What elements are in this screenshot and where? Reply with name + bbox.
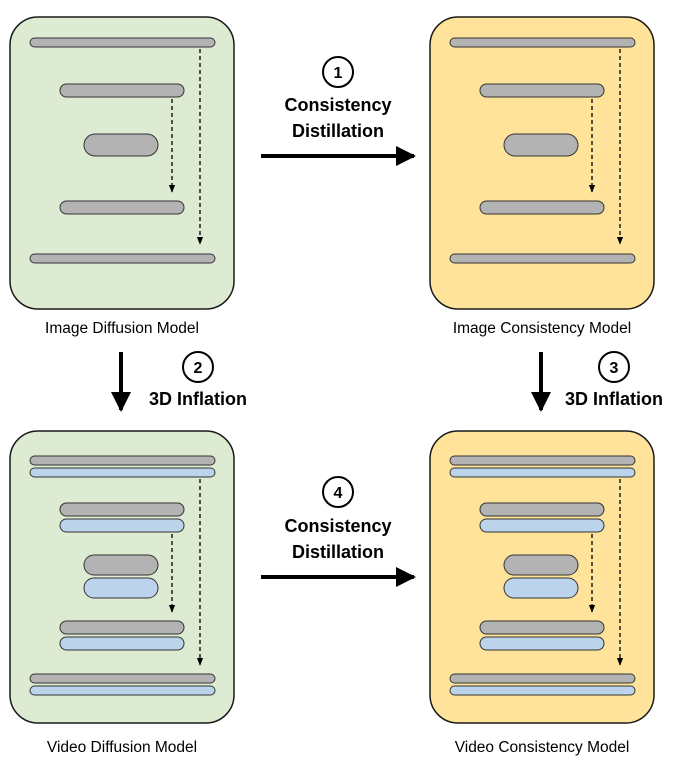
layer-bar: [503, 554, 579, 576]
step-1: 1 Consistency Distillation: [261, 56, 416, 166]
image-diffusion-caption: Image Diffusion Model: [45, 320, 199, 337]
layer-bar: [59, 200, 185, 215]
layer-bar: [29, 253, 216, 264]
layer-bar: [29, 455, 216, 466]
layer-bar: [83, 554, 159, 576]
step-number-badge: [322, 56, 354, 88]
layer-bar: [479, 620, 605, 635]
step-number-badge: [182, 351, 214, 383]
layer-bar: [479, 502, 605, 517]
temporal-layer-bar: [479, 636, 605, 651]
step-number-badge: [598, 351, 630, 383]
step-number: 4: [334, 485, 343, 502]
step-label-line1: 3D Inflation: [565, 389, 663, 409]
step-label-line1: 3D Inflation: [149, 389, 247, 409]
step-3: 3 3D Inflation: [531, 351, 663, 412]
step-label-line2: Distillation: [292, 542, 384, 562]
video-consistency-panel: Video Consistency Model: [429, 430, 655, 756]
layer-bar: [59, 620, 185, 635]
layer-bar: [449, 253, 636, 264]
temporal-layer-bar: [59, 518, 185, 533]
step-number-badge: [322, 476, 354, 508]
video-diffusion-caption: Video Diffusion Model: [47, 739, 197, 756]
temporal-layer-bar: [59, 636, 185, 651]
layer-bar: [503, 133, 579, 157]
image-diffusion-panel: Image Diffusion Model: [9, 16, 235, 337]
step-number: 1: [334, 65, 343, 82]
layer-bar: [83, 133, 159, 157]
video-consistency-caption: Video Consistency Model: [455, 739, 630, 756]
temporal-layer-bar: [479, 518, 605, 533]
temporal-layer-bar: [449, 467, 636, 478]
layer-bar: [479, 83, 605, 98]
image-consistency-caption: Image Consistency Model: [453, 320, 631, 337]
layer-bar: [59, 83, 185, 98]
temporal-layer-bar: [29, 685, 216, 696]
step-label-line2: Distillation: [292, 121, 384, 141]
temporal-layer-bar: [83, 577, 159, 599]
layer-bar: [29, 37, 216, 48]
step-2: 2 3D Inflation: [111, 351, 247, 412]
step-number: 2: [194, 360, 203, 377]
image-consistency-panel: Image Consistency Model: [429, 16, 655, 337]
temporal-layer-bar: [503, 577, 579, 599]
layer-bar: [449, 455, 636, 466]
step-4: 4 Consistency Distillation: [261, 476, 416, 587]
temporal-layer-bar: [449, 685, 636, 696]
step-label-line1: Consistency: [284, 95, 391, 115]
step-label-line1: Consistency: [284, 516, 391, 536]
temporal-layer-bar: [29, 467, 216, 478]
layer-bar: [29, 673, 216, 684]
layer-bar: [479, 200, 605, 215]
layer-bar: [59, 502, 185, 517]
video-diffusion-panel: Video Diffusion Model: [9, 430, 235, 756]
step-number: 3: [610, 360, 619, 377]
layer-bar: [449, 37, 636, 48]
layer-bar: [449, 673, 636, 684]
